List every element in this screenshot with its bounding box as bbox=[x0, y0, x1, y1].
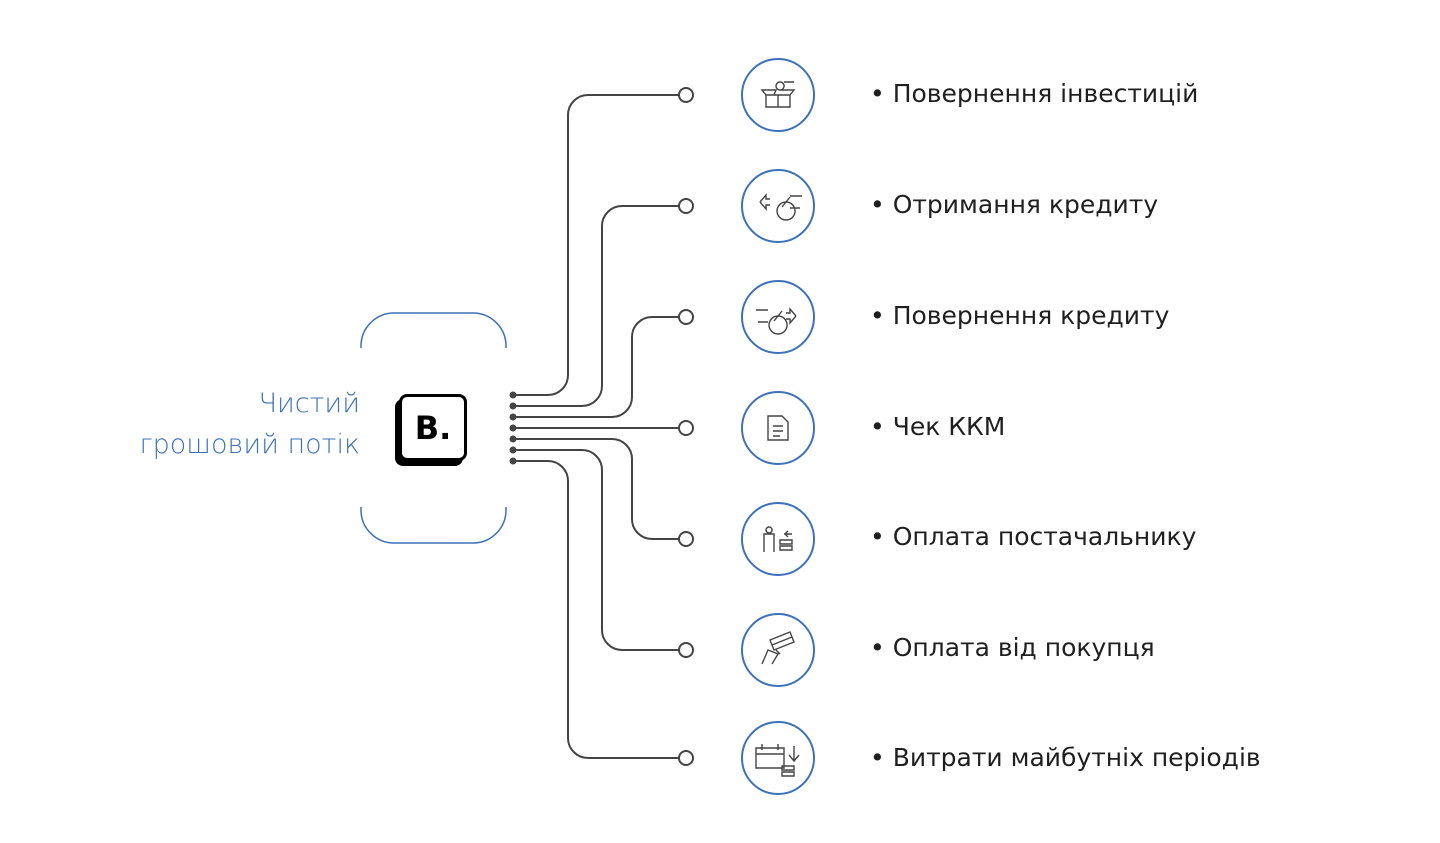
logo: B. bbox=[399, 394, 467, 461]
connector-endpoint bbox=[678, 642, 694, 658]
connector-dot bbox=[509, 391, 517, 399]
bracket bbox=[360, 312, 507, 544]
item-label: • Оплата постачальнику bbox=[870, 522, 1197, 551]
card-payment-icon bbox=[741, 613, 815, 687]
connector-line bbox=[513, 438, 679, 540]
title-line-2: грошовий потік bbox=[139, 429, 360, 460]
connector-line bbox=[513, 316, 679, 418]
connector-line bbox=[513, 449, 679, 651]
connector-line bbox=[513, 94, 679, 396]
connector-dot bbox=[509, 446, 517, 454]
connector-endpoint bbox=[678, 750, 694, 766]
connector-dot bbox=[509, 457, 517, 465]
connector-endpoint bbox=[678, 309, 694, 325]
item-label: • Повернення кредиту bbox=[870, 301, 1170, 330]
connector-line bbox=[513, 460, 679, 759]
connector-endpoint bbox=[678, 531, 694, 547]
connector-endpoint bbox=[678, 198, 694, 214]
connector-dot bbox=[509, 402, 517, 410]
connector-dot bbox=[509, 413, 517, 421]
connector-dot bbox=[509, 424, 517, 432]
connector-dot bbox=[509, 435, 517, 443]
future-expenses-icon bbox=[741, 721, 815, 795]
item-label: • Чек ККМ bbox=[870, 412, 1006, 441]
connector-endpoint bbox=[678, 420, 694, 436]
credit-receive-icon bbox=[741, 169, 815, 243]
supplier-payment-icon bbox=[741, 502, 815, 576]
receipt-icon bbox=[741, 391, 815, 465]
item-label: • Отримання кредиту bbox=[870, 190, 1159, 219]
title-line-1: Чистий bbox=[258, 388, 360, 419]
bracket-bottom bbox=[360, 507, 507, 544]
investment-box-icon bbox=[741, 58, 815, 132]
connector-line bbox=[513, 205, 679, 407]
item-label: • Оплата від покупця bbox=[870, 633, 1155, 662]
item-label: • Повернення інвестицій bbox=[870, 79, 1199, 108]
connector-endpoint bbox=[678, 87, 694, 103]
item-label: • Витрати майбутніх періодів bbox=[870, 743, 1261, 772]
credit-return-icon bbox=[741, 280, 815, 354]
bracket-top bbox=[360, 312, 507, 348]
